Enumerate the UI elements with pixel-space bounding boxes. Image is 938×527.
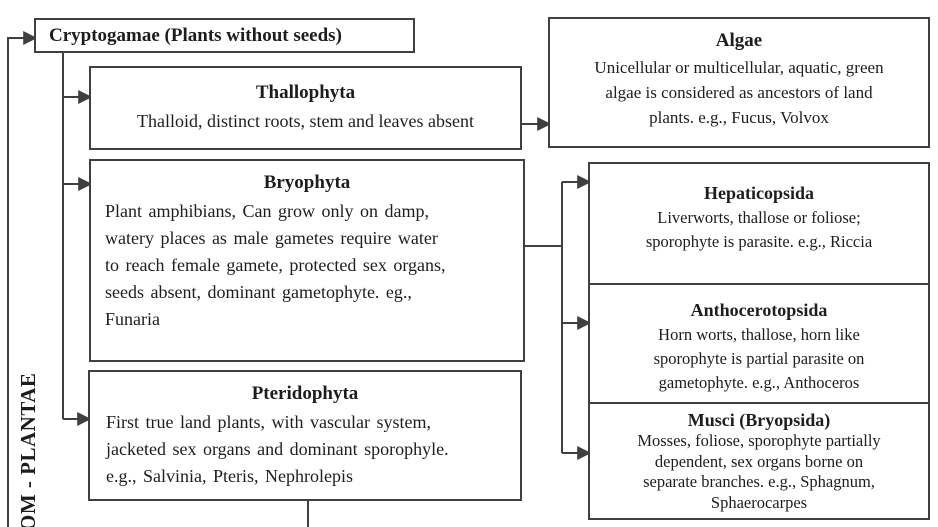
algae-box: Algae Unicellular or multicellular, aqua… (548, 17, 930, 148)
thallophyta-box: Thallophyta Thalloid, distinct roots, st… (89, 66, 522, 150)
musci-description: Mosses, foliose, sporophyte partially de… (637, 431, 881, 512)
algae-title: Algae (715, 30, 763, 51)
musci-box: Musci (Bryopsida) Mosses, foliose, sporo… (588, 402, 930, 520)
bryophyta-title: Bryophyta (263, 172, 351, 193)
cryptogamae-title: Cryptogamae (Plants without seeds) (49, 24, 342, 46)
bryophyta-box: Bryophyta Plant amphibians, Can grow onl… (89, 159, 525, 362)
anthocerotopsida-description: Horn worts, thallose, horn like sporophy… (653, 325, 865, 392)
hepaticopsida-description: Liverworts, thallose or foliose; sporoph… (645, 208, 873, 252)
thallophyta-description: Thalloid, distinct roots, stem and leave… (137, 110, 474, 131)
pteridophyta-box: Pteridophyta First true land plants, wit… (88, 370, 522, 501)
anthocerotopsida-title: Anthocerotopsida (690, 300, 828, 320)
algae-description: Unicellular or multicellular, aquatic, g… (594, 58, 884, 128)
kingdom-plantae-label: OM - PLANTAE (16, 372, 40, 527)
kingdom-to-cryptogamae-arrow (7, 31, 38, 527)
hepaticopsida-title: Hepaticopsida (703, 183, 814, 203)
pteridophyta-title: Pteridophyta (251, 383, 359, 404)
bryophyta-description: Plant amphibians, Can grow only on damp,… (105, 200, 446, 329)
cryptogamae-box: Cryptogamae (Plants without seeds) (34, 18, 415, 53)
musci-title: Musci (Bryopsida) (687, 410, 831, 430)
hepaticopsida-box: Hepaticopsida Liverworts, thallose or fo… (588, 162, 930, 285)
anthocerotopsida-box: Anthocerotopsida Horn worts, thallose, h… (588, 283, 930, 404)
pteridophyta-description: First true land plants, with vascular sy… (106, 411, 449, 486)
thallophyta-title: Thallophyta (255, 82, 356, 103)
